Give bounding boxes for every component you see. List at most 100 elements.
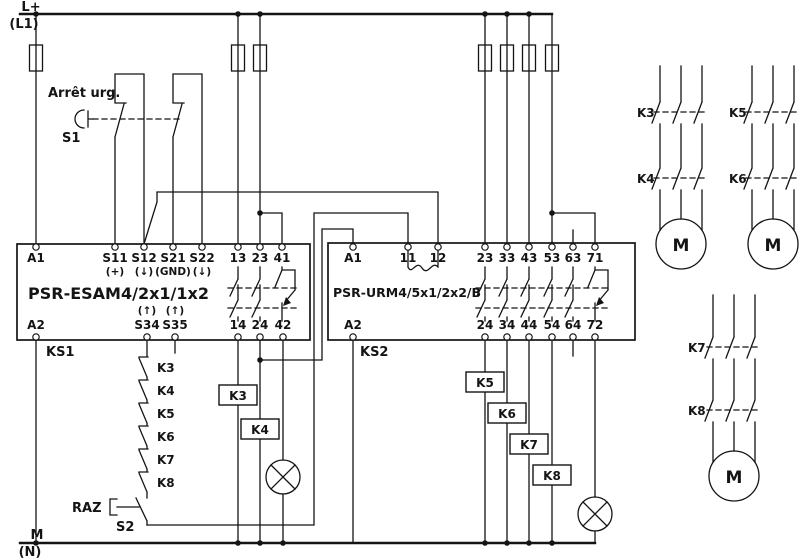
indicator-lamp-1 — [265, 459, 301, 495]
m1-contact-13-14 — [229, 266, 239, 322]
coil-label-k7: K7 — [520, 438, 538, 452]
m2-contact-53-54 — [543, 266, 553, 322]
power-label-k8: K8 — [688, 404, 706, 418]
m2-label-44: 44 — [521, 318, 538, 332]
motor-1-label: M — [673, 236, 690, 256]
coil-label-k4: K4 — [251, 423, 269, 437]
guided-contact-arrow-icon — [596, 297, 604, 306]
fuse-icon — [499, 44, 515, 72]
chain-label-k3: K3 — [157, 361, 175, 375]
reset-loop-wire — [146, 212, 409, 526]
m2-contact-71-72-guided — [587, 266, 609, 322]
m1-label-a1: A1 — [27, 251, 45, 265]
m1-label-14: 14 — [230, 318, 247, 332]
fuse-icon — [544, 44, 560, 72]
feeder-verticals — [35, 13, 553, 245]
estop-contact-1 — [114, 73, 145, 245]
contactor-coil-k8 — [532, 464, 572, 486]
safety-relay-module-2: PSR-URM4/5x1/2x2/B A1 11 12 23 33 43 53 … — [327, 242, 636, 360]
coil-label-k6: K6 — [498, 407, 516, 421]
contactor-coil-k7 — [509, 433, 549, 455]
chain-label-k7: K7 — [157, 453, 175, 467]
fuse-icon — [521, 44, 537, 72]
m2-label-71: 71 — [587, 251, 604, 265]
power-label-k6: K6 — [729, 172, 747, 186]
fuse-icon — [477, 44, 493, 72]
coil-label-k5: K5 — [476, 376, 494, 390]
estop-contact-2 — [172, 73, 203, 245]
reset-button-contact — [109, 497, 148, 526]
m1-contact-linkage-dashed — [227, 287, 297, 309]
m2-label-63: 63 — [565, 251, 582, 265]
estop-label: Arrêt urg. — [48, 86, 120, 101]
mushroom-button-icon — [74, 109, 94, 129]
feedback-wire-12-s12 — [143, 191, 439, 245]
branch1-poles — [651, 65, 703, 231]
nc-contact-chain — [138, 339, 149, 499]
m1-label-s12: S12 — [131, 251, 156, 265]
chain-label-k4: K4 — [157, 384, 175, 398]
power-branch-2: K5 K6 M — [729, 65, 800, 270]
feeder-wires — [28, 11, 596, 245]
branch2-poles — [743, 65, 795, 231]
contactor-coil-k6 — [487, 402, 527, 424]
module2-box — [327, 242, 636, 341]
m1-sub-s22: (↓) — [193, 266, 211, 278]
m2-label-43: 43 — [521, 251, 538, 265]
m1-label-13: 13 — [230, 251, 247, 265]
safety-relay-module-1: PSR-ESAM4/2x1/1x2 A1 S11 S12 S21 S22 13 … — [16, 243, 311, 360]
chain-label-k6: K6 — [157, 430, 175, 444]
coil-label-k3: K3 — [229, 389, 247, 403]
supply-buses: L+ (L1) M (N) — [9, 0, 597, 558]
contactor-coil-k4 — [240, 418, 280, 440]
m1-label-s22: S22 — [189, 251, 214, 265]
wire-24-to-m2-a1 — [259, 228, 354, 361]
m1-contact-23-24 — [251, 266, 261, 322]
power-label-k7: K7 — [688, 341, 706, 355]
m1-label-41: 41 — [274, 251, 291, 265]
fuse-icon — [230, 44, 246, 72]
m2-label-33: 33 — [499, 251, 516, 265]
m2-contact-43-44 — [520, 266, 530, 322]
m2-label-23: 23 — [477, 251, 494, 265]
m2-label-64: 64 — [565, 318, 582, 332]
branch2-linkage-dashed — [745, 111, 800, 179]
m2-label-53: 53 — [544, 251, 561, 265]
m1-label-s34: S34 — [134, 318, 159, 332]
m1-sub-s34: (↑) — [138, 305, 156, 317]
m1-sub-s35: (↑) — [166, 305, 184, 317]
contactor-coil-k3 — [218, 384, 258, 406]
output-circuits: K3 K4 K5 K6 K7 K8 — [33, 228, 613, 546]
m1-label-s11: S11 — [102, 251, 127, 265]
guided-contact-arrow-icon — [283, 297, 291, 306]
m1-terminals — [32, 243, 287, 341]
terminal-41-71-links — [259, 212, 596, 245]
label-l1: (L1) — [9, 17, 38, 32]
m1-label-a2: A2 — [27, 318, 45, 332]
m2-label-a2: A2 — [344, 318, 362, 332]
indicator-lamp-2 — [577, 496, 613, 532]
m1-label-23: 23 — [252, 251, 269, 265]
m1-label-s35: S35 — [162, 318, 187, 332]
label-n: (N) — [19, 545, 42, 558]
power-label-k4: K4 — [637, 172, 655, 186]
motor-1-circle — [655, 218, 707, 270]
m2-label-54: 54 — [544, 318, 561, 332]
m2-label-72: 72 — [587, 318, 604, 332]
m2-contact-63-64 — [564, 266, 574, 322]
emergency-stop-switch: Arrêt urg. S1 — [48, 73, 203, 245]
m1-label-24: 24 — [252, 318, 269, 332]
feedback-chain-and-reset: K3 K4 K5 K6 K7 K8 RAZ S2 — [72, 212, 409, 535]
m2-tag: KS2 — [360, 345, 388, 360]
m1-sub-s11: (+) — [106, 266, 124, 278]
fuse-icon — [28, 44, 44, 72]
power-label-k5: K5 — [729, 106, 747, 120]
motor-3-label: M — [726, 468, 743, 488]
motor-2-label: M — [765, 236, 782, 256]
reset-label: RAZ — [72, 501, 102, 516]
m1-sub-s12: (↓) — [135, 266, 153, 278]
m1-label-42: 42 — [275, 318, 292, 332]
branch3-linkage-dashed — [706, 346, 762, 411]
branch3-poles — [704, 294, 756, 463]
m2-contact-11-12-icon — [407, 250, 439, 272]
